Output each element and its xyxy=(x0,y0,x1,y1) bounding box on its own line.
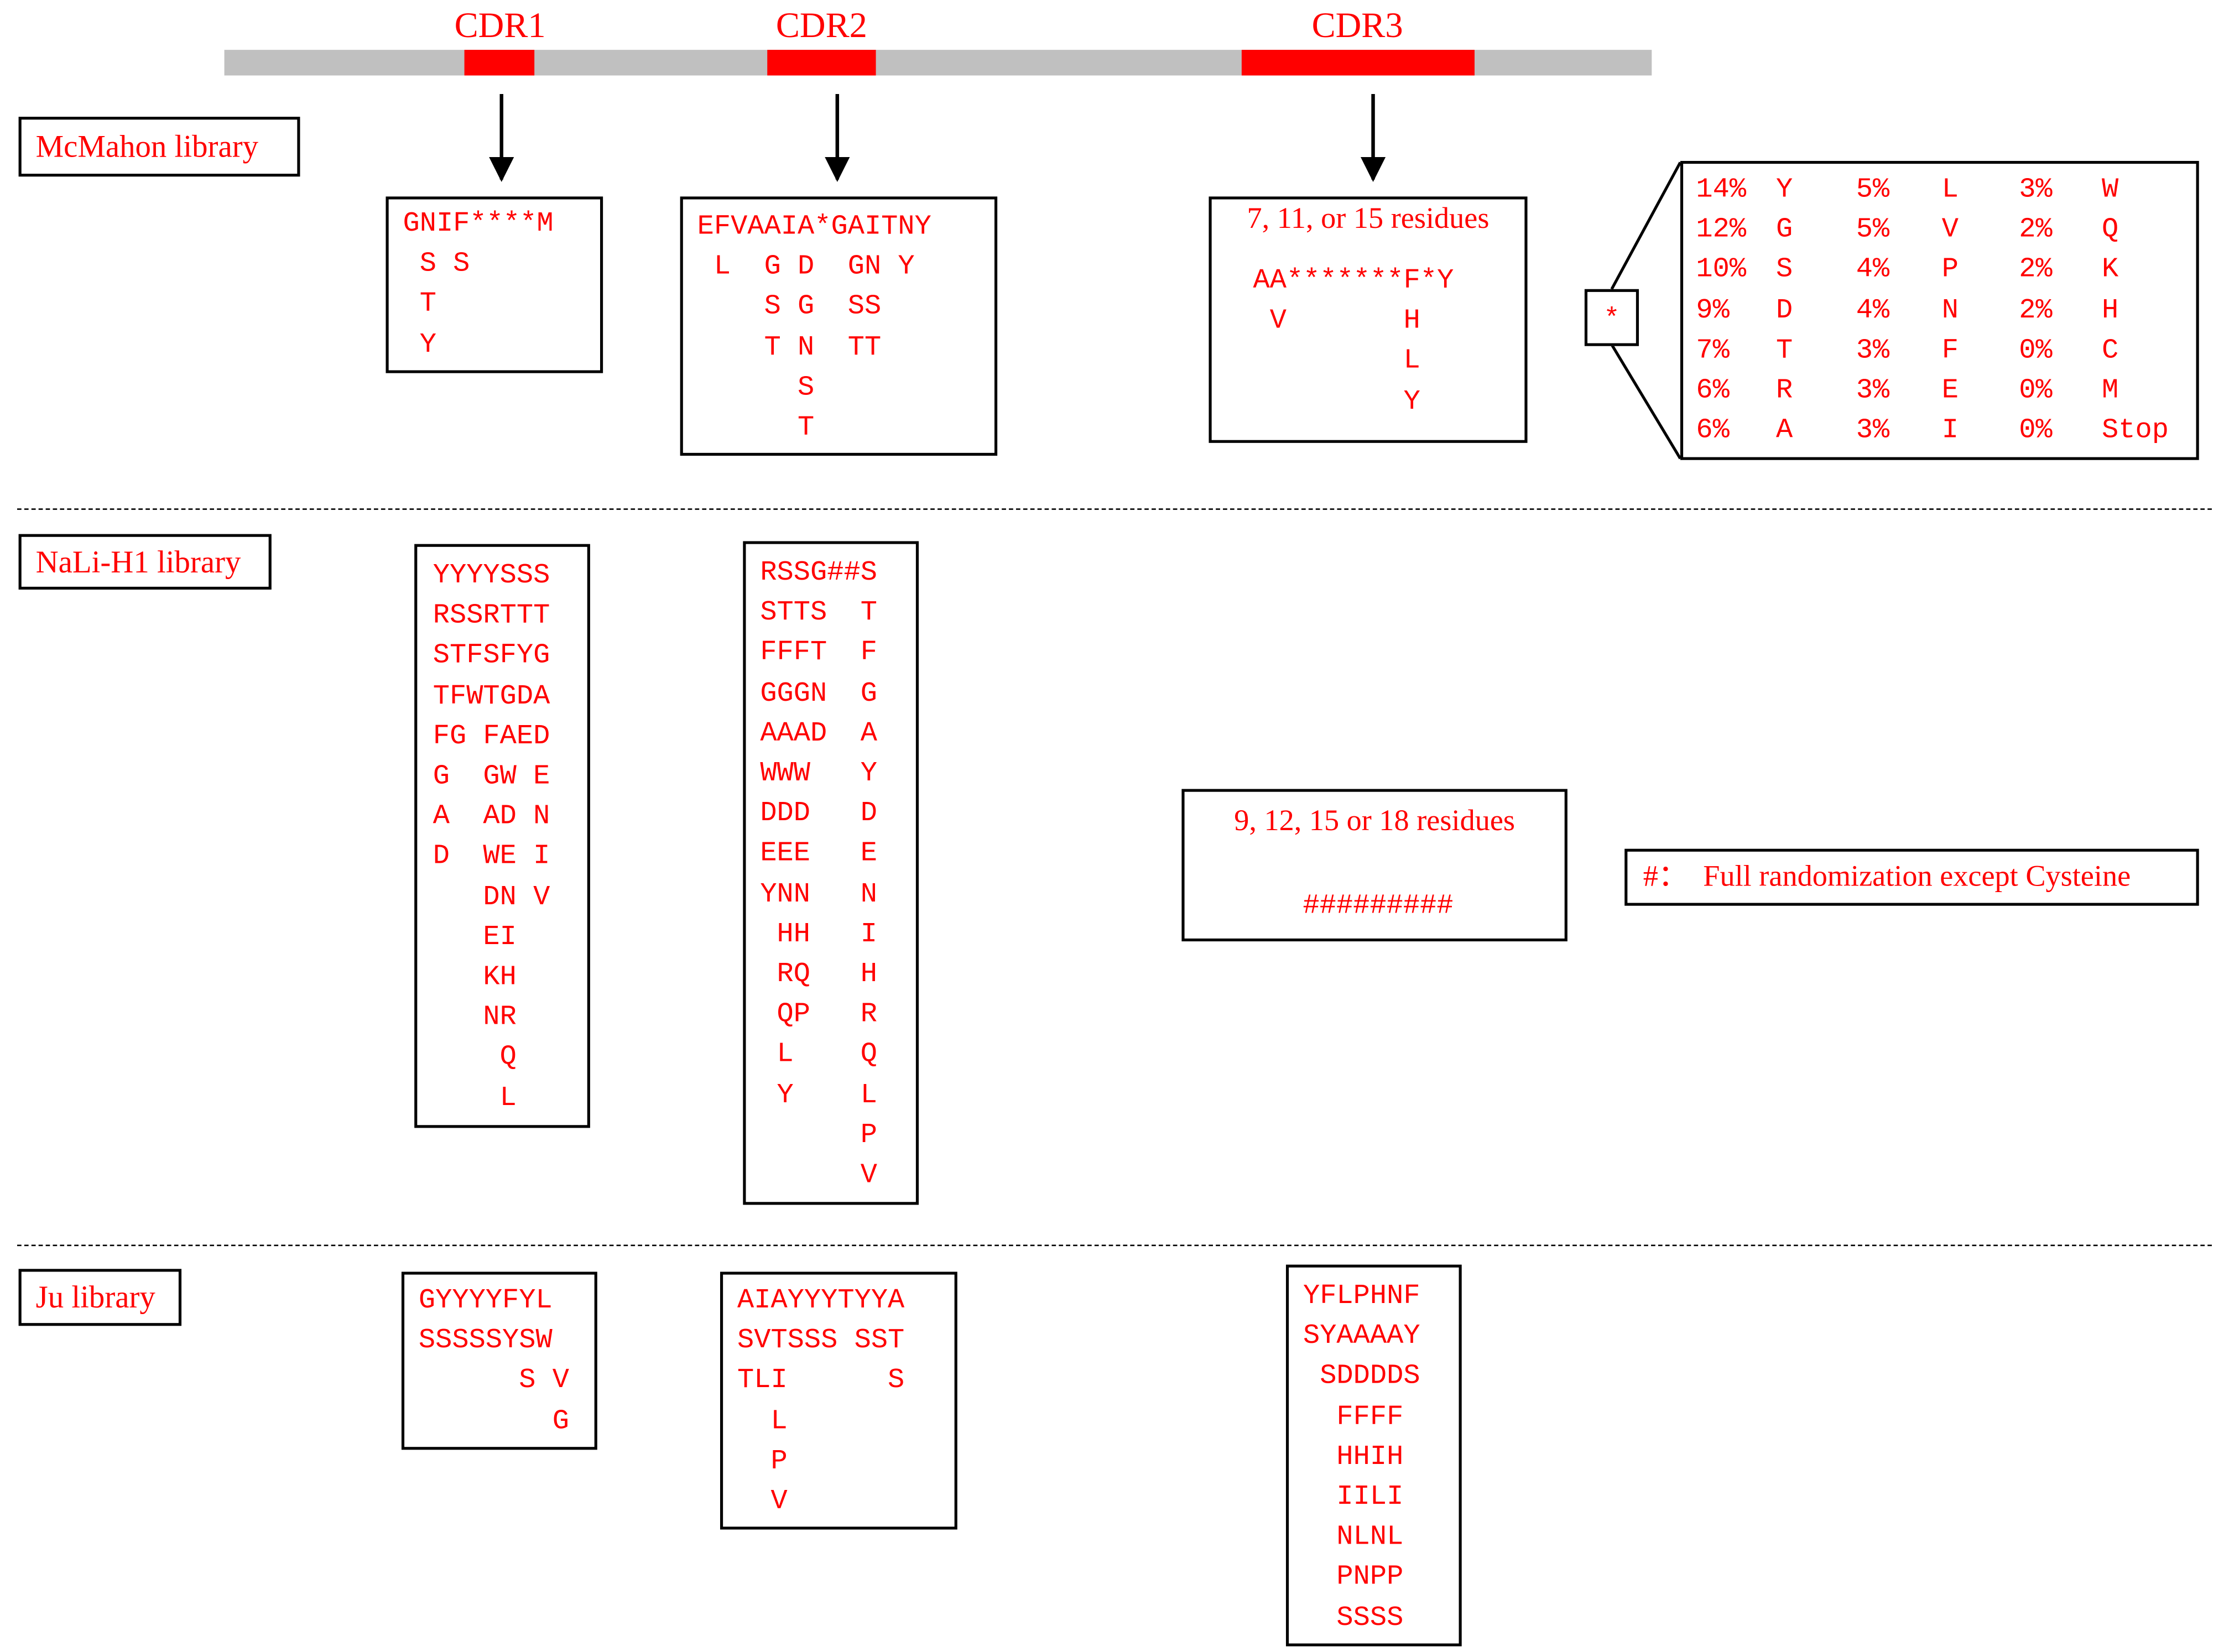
cdr3-segment xyxy=(1241,50,1475,76)
ju-cdr1-sequence: GYYYYFYL SSSSSYSW S V G xyxy=(418,1284,570,1437)
star-table-percent: 2% xyxy=(2019,213,2053,246)
star-table-percent: 7% xyxy=(1696,334,1730,366)
star-table-percent: 5% xyxy=(1856,174,1890,205)
mcmahon-cdr3-sequence: AA*******F*Y V H L Y xyxy=(1253,264,1454,417)
nali-cdr2-box xyxy=(743,541,919,1205)
star-table-percent: 0% xyxy=(2019,374,2053,406)
cdr1-segment xyxy=(464,50,535,76)
nali-cdr3-box xyxy=(1181,789,1567,942)
star-frequency-box xyxy=(1680,160,2199,460)
nali-cdr1-sequence: YYYYSSS RSSRTTT STFSFYG TFWTGDA FG FAED … xyxy=(433,559,550,1113)
star-table-residue: P xyxy=(1941,254,1959,285)
star-connector-bottom xyxy=(1610,343,1682,460)
hash-note-box xyxy=(1624,848,2199,906)
star-table-residue: H xyxy=(2102,294,2119,326)
star-table-row: 14% Y 5% L 3% W xyxy=(1696,169,2189,210)
ju-cdr3-sequence: YFLPHNF SYAAAAY SDDDDS FFFF HHIH IILI NL… xyxy=(1303,1280,1420,1633)
star-table-percent: 4% xyxy=(1856,294,1890,326)
star-table-percent: 3% xyxy=(1856,414,1890,446)
mcmahon-cdr2-box xyxy=(680,196,998,456)
ju-cdr1-box xyxy=(401,1271,597,1450)
ju-library-label-box xyxy=(18,1269,182,1326)
star-table-percent: 3% xyxy=(1856,374,1890,406)
cdr2-label: CDR2 xyxy=(775,7,867,46)
cdr2-segment xyxy=(767,50,876,76)
ju-library-label: Ju library xyxy=(35,1279,155,1315)
star-table-residue: E xyxy=(1941,374,1959,406)
mcmahon-cdr2-sequence: EFVAAIA*GAITNY L G D GN Y S G SS T N TT … xyxy=(697,211,931,443)
star-table-percent: 2% xyxy=(2019,294,2053,326)
ju-cdr2-sequence: AIAYYYTYYA SVTSSS SST TLI S L P V xyxy=(737,1284,905,1517)
ju-cdr2-box xyxy=(720,1271,957,1530)
mcmahon-cdr1-box xyxy=(386,196,603,373)
star-table-percent: 2% xyxy=(2019,254,2053,285)
mcmahon-cdr3-caption: 7, 11, or 15 residues xyxy=(1247,201,1490,235)
star-table-row: 7% T 3% F 0% C xyxy=(1696,330,2189,371)
star-frequency-table: 14% Y 5% L 3% W 12% G 5% V 2% Q 10% S 4% P 2% K 9% D 4% N 2% H 7… xyxy=(1696,169,2189,450)
cdr3-label: CDR3 xyxy=(1311,7,1403,46)
hash-note: #： Full randomization except Cysteine xyxy=(1643,858,2131,893)
star-table-percent: 3% xyxy=(1856,334,1890,366)
star-table-percent: 6% xyxy=(1696,414,1730,446)
star-table-residue: M xyxy=(2102,374,2119,406)
star-table-residue: L xyxy=(1941,174,1959,205)
star-table-residue: C xyxy=(2102,334,2119,366)
star-table-row: 9% D 4% N 2% H xyxy=(1696,290,2189,330)
star-table-percent: 3% xyxy=(2019,174,2053,205)
nali-cdr1-box xyxy=(414,544,590,1128)
star-table-residue: N xyxy=(1941,294,1959,326)
star-table-residue: T xyxy=(1776,334,1793,366)
star-table-percent: 10% xyxy=(1696,254,1747,285)
star-table-row: 10% S 4% P 2% K xyxy=(1696,250,2189,290)
mcmahon-library-label-box xyxy=(18,117,300,177)
star-table-percent: 9% xyxy=(1696,294,1730,326)
nali-cdr3-caption: 9, 12, 15 or 18 residues xyxy=(1234,803,1515,838)
star-table-percent: 14% xyxy=(1696,174,1747,205)
mcmahon-cdr3-box xyxy=(1209,196,1528,443)
star-table-residue: D xyxy=(1776,294,1793,326)
star-table-residue: S xyxy=(1776,254,1793,285)
star-table-residue: R xyxy=(1776,374,1793,406)
mcmahon-library-label: McMahon library xyxy=(35,128,259,164)
star-symbol: * xyxy=(1603,303,1620,335)
star-table-percent: 12% xyxy=(1696,213,1747,246)
star-table-percent: 6% xyxy=(1696,374,1730,406)
mcmahon-cdr1-sequence: GNIF****M S S T Y xyxy=(403,207,554,360)
star-table-residue: Stop xyxy=(2102,414,2169,446)
nali-library-label: NaLi-H1 library xyxy=(35,544,241,580)
nali-cdr2-sequence: RSSG##S STTS T FFFT F GGGN G AAAD A WWW … xyxy=(760,556,877,1191)
star-table-residue: V xyxy=(1941,213,1959,246)
star-table-residue: Y xyxy=(1776,174,1793,205)
star-table-row: 12% G 5% V 2% Q xyxy=(1696,210,2189,250)
star-table-residue: W xyxy=(2102,174,2119,205)
star-table-percent: 4% xyxy=(1856,254,1890,285)
star-table-residue: I xyxy=(1941,414,1959,446)
nali-library-label-box xyxy=(18,534,272,590)
nali-cdr3-sequence: ######### xyxy=(1303,890,1454,922)
star-connector-top xyxy=(1610,161,1682,290)
star-table-residue: G xyxy=(1776,213,1793,246)
star-table-residue: F xyxy=(1941,334,1959,366)
star-table-percent: 5% xyxy=(1856,213,1890,246)
star-table-residue: Q xyxy=(2102,213,2119,246)
star-table-percent: 0% xyxy=(2019,414,2053,446)
ju-cdr3-box xyxy=(1285,1264,1462,1646)
star-table-row: 6% R 3% E 0% M xyxy=(1696,370,2189,410)
star-symbol-box xyxy=(1584,289,1639,346)
star-table-row: 6% A 3% I 0% Stop xyxy=(1696,410,2189,451)
star-table-residue: A xyxy=(1776,414,1793,446)
cdr1-label: CDR1 xyxy=(454,7,546,46)
star-table-percent: 0% xyxy=(2019,334,2053,366)
star-table-residue: K xyxy=(2102,254,2119,285)
section-divider-2 xyxy=(17,1244,2212,1247)
section-divider-1 xyxy=(17,508,2212,510)
